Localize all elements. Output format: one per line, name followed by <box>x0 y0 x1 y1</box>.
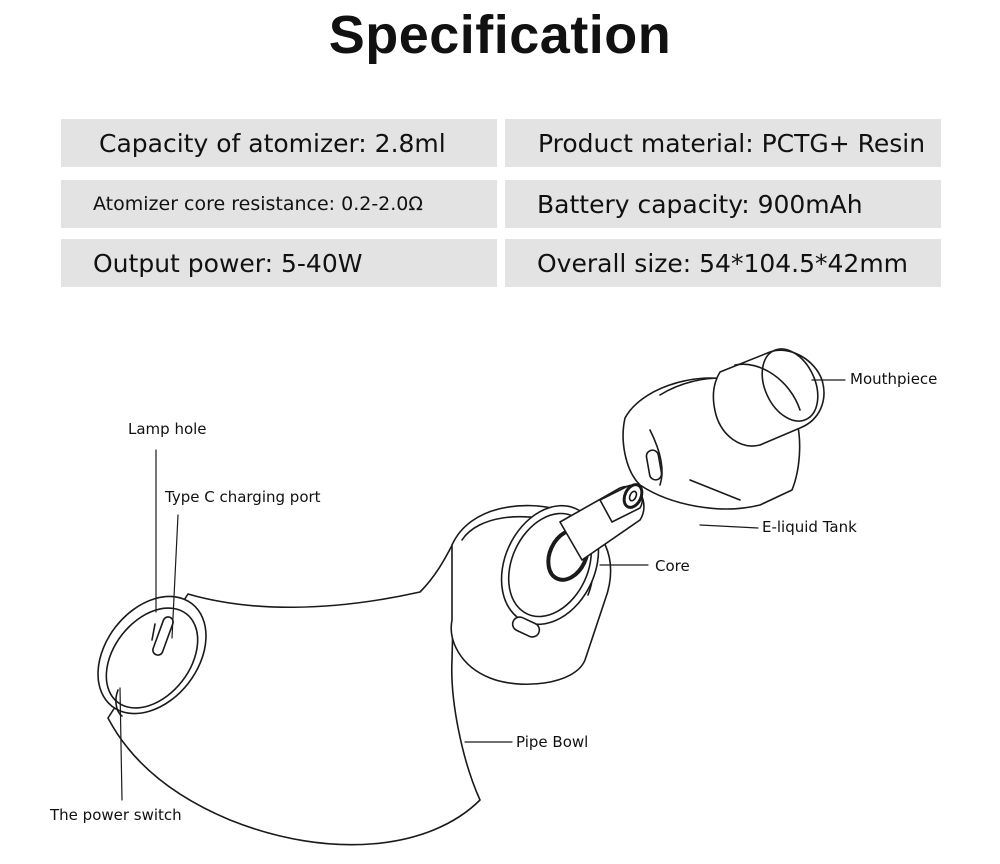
spec-resistance: Atomizer core resistance: 0.2-2.0Ω <box>61 180 497 228</box>
core-part <box>541 482 646 586</box>
callout-eliquid-tank: E-liquid Tank <box>762 518 857 536</box>
callout-pipe-bowl: Pipe Bowl <box>516 733 589 751</box>
spec-material: Product material: PCTG+ Resin <box>505 119 941 167</box>
spec-overall-size: Overall size: 54*104.5*42mm <box>505 239 941 287</box>
spec-output-power: Output power: 5-40W <box>61 239 497 287</box>
spec-capacity-text: Capacity of atomizer: 2.8ml <box>99 128 446 158</box>
callout-type-c-port: Type C charging port <box>165 488 321 506</box>
callout-power-switch: The power switch <box>50 806 182 824</box>
spec-output-power-text: Output power: 5-40W <box>93 248 363 278</box>
spec-overall-size-text: Overall size: 54*104.5*42mm <box>537 248 909 278</box>
callout-mouthpiece: Mouthpiece <box>850 370 938 388</box>
callout-leader-lines <box>120 380 845 800</box>
spec-battery: Battery capacity: 900mAh <box>505 180 941 228</box>
callout-core: Core <box>655 557 690 575</box>
pipe-bowl-body <box>76 540 480 845</box>
spec-battery-text: Battery capacity: 900mAh <box>537 189 863 219</box>
page-title: Specification <box>328 5 672 65</box>
callout-lamp-hole: Lamp hole <box>128 420 207 438</box>
spec-resistance-text: Atomizer core resistance: 0.2-2.0Ω <box>93 193 423 215</box>
product-exploded-illustration <box>0 300 1000 864</box>
spec-material-text: Product material: PCTG+ Resin <box>538 128 926 158</box>
mouthpiece-part <box>713 340 828 446</box>
spec-capacity: Capacity of atomizer: 2.8ml <box>61 119 497 167</box>
